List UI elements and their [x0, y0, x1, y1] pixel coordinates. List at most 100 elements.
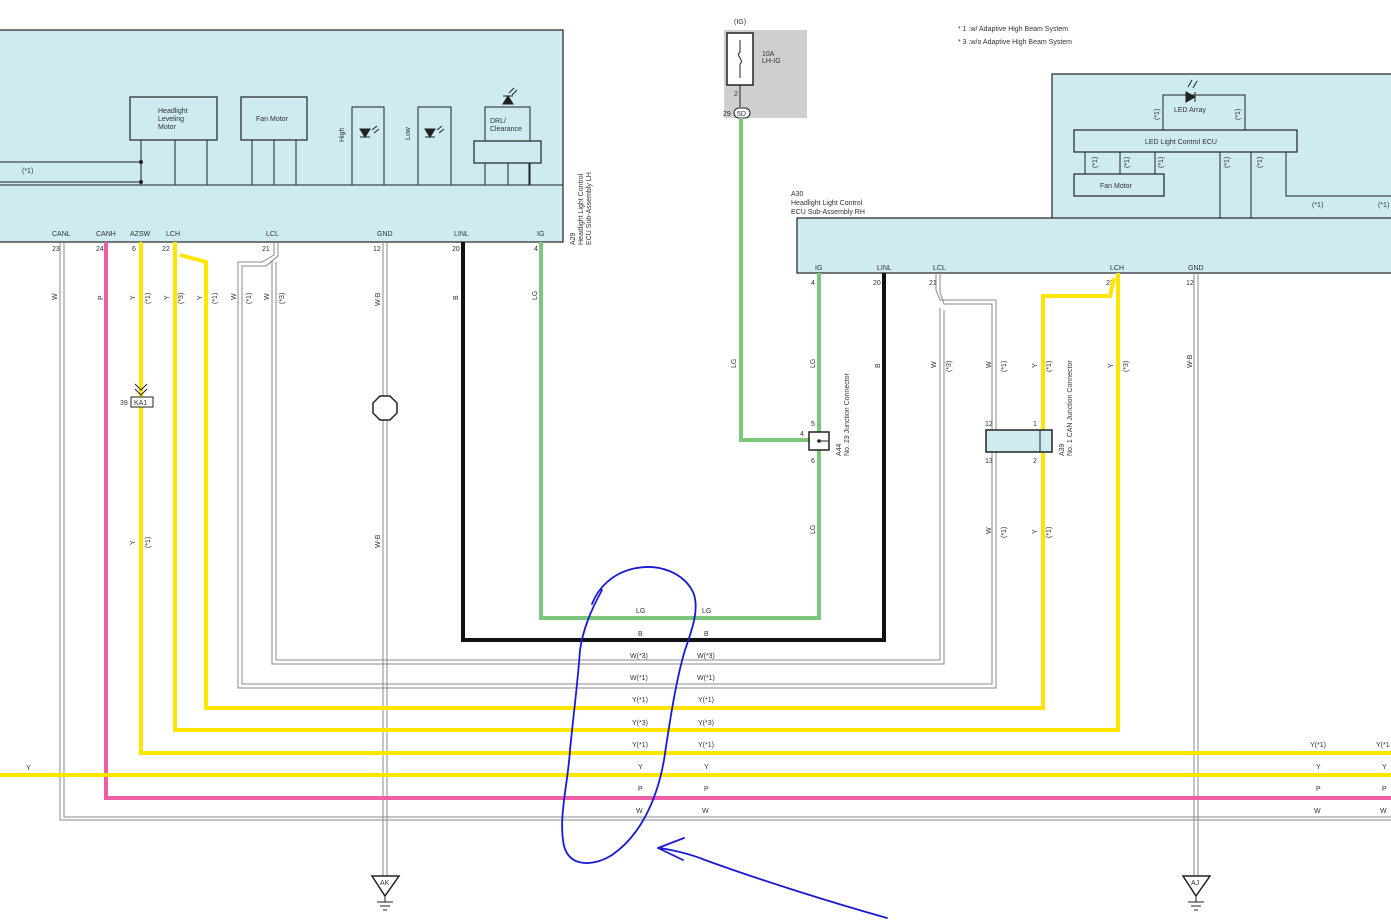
wire-label: Y [1382, 764, 1387, 771]
wire-label: W-B [1187, 354, 1194, 368]
wire-label: 6 [811, 458, 815, 465]
wire-label: 2 [734, 91, 738, 98]
ka1-connector: KA1 39 [120, 383, 154, 408]
wire-label: LG [702, 608, 711, 615]
wire-label: 24 [96, 246, 104, 253]
wire-label: W(*3) [697, 653, 715, 660]
wire-label: 2 [1033, 458, 1037, 465]
wire-label: LINL [877, 265, 892, 272]
wire-label: 13 [985, 458, 993, 465]
wire-label: 10A [762, 51, 775, 58]
wire-label: (*1) [1224, 157, 1231, 168]
wire-label: B [875, 363, 882, 368]
yellow-wires [0, 242, 1391, 777]
headlight-leveling-motor [129, 96, 218, 141]
wire-label: LG [810, 359, 817, 368]
wire-label: IG [815, 265, 822, 272]
wire-label: W [231, 293, 238, 300]
wire-label: 12 [1186, 280, 1194, 287]
wire-label: CANL [52, 231, 71, 238]
fuse-connector: 5D [737, 111, 746, 118]
wire-label: (*3) [178, 293, 185, 304]
wire-label: KA1 [134, 400, 147, 407]
junction-connector-a39: 12 1 13 2 A39 No. 1 CAN Junction Connect… [985, 360, 1074, 465]
wire-label: Leveling [158, 116, 184, 123]
wire-label: IG [537, 231, 544, 238]
wire-label: Y(*1) [632, 742, 648, 749]
lh-ecu-box: Headlight Leveling Motor (*1) Fan Motor … [0, 29, 593, 245]
wire-label: 1 [1033, 421, 1037, 428]
ground-ak: AK [370, 875, 401, 911]
wire-label: B [638, 631, 643, 638]
note-3: * 3 :w/o Adaptive High Beam System [958, 39, 1072, 46]
wire-label: A44 [836, 443, 843, 456]
wire-label: (*1) [1046, 527, 1053, 538]
annotation-arrow [657, 837, 888, 919]
wire-label: (*1) [1154, 109, 1161, 120]
wire-label: DRL/ [490, 118, 506, 125]
wire-label: LED Light Control ECU [1145, 139, 1217, 146]
wire-label: LG [810, 525, 817, 534]
lh-note-star1: (*1) [22, 168, 33, 175]
wire-label: W [1380, 808, 1387, 815]
wire-label: Clearance [490, 126, 522, 133]
low-label: Low [405, 126, 412, 140]
wire-label: AZSW [130, 231, 151, 238]
wire-label: B [453, 295, 460, 300]
wire-label: LCH [1110, 265, 1124, 272]
wire-label: 29 [723, 111, 731, 118]
wire-label: B [704, 631, 709, 638]
wire-label: W [52, 293, 59, 300]
wire-label: 12 [373, 246, 381, 253]
wire-label: (*1) [1235, 109, 1242, 120]
wire-label: W-B [375, 534, 382, 548]
ground-splice [372, 395, 398, 421]
wire-label: ECU Sub-Assembly RH [791, 209, 865, 216]
wire-label: Y [130, 540, 137, 545]
wire-label: ECU Sub-Assembly LH [586, 172, 593, 245]
wire-label: Y(*1) [1310, 742, 1326, 749]
ground-aj: AJ [1181, 875, 1212, 911]
note-1: * 1 :w/ Adaptive High Beam System [958, 26, 1068, 33]
lh-pin-labels: CANL CANH AZSW LCH LCL GND LINL IG 23 24… [52, 231, 544, 253]
wire-label: (*1) [1312, 202, 1323, 209]
wire-label: AJ [1191, 880, 1199, 887]
wire-label: W(*3) [630, 653, 648, 660]
wire-label: W [986, 527, 993, 534]
wire-label: (IG) [734, 19, 746, 26]
wire-label: Y [1108, 363, 1115, 368]
wire-label: LG [731, 359, 738, 368]
wire-label: LG [636, 608, 645, 615]
wire-label: P [98, 295, 105, 300]
wire-label: W [636, 808, 643, 815]
wire-label: LCH [166, 231, 180, 238]
wire-label: P [638, 786, 643, 793]
hand-drawn-annotation [561, 566, 888, 919]
wire-label: 4 [534, 246, 538, 253]
led-array-icon [1185, 91, 1197, 103]
wire-label: W [264, 293, 271, 300]
wire-label: LCL [933, 265, 946, 272]
rh-fan-motor [1073, 173, 1165, 197]
wire-label: Y(*3) [632, 720, 648, 727]
wire-label: 22 [1106, 280, 1114, 287]
wire-label: W(*1) [697, 675, 715, 682]
wire-label: Y [638, 764, 643, 771]
wire-label: 4 [811, 280, 815, 287]
wire-label: (*1) [246, 293, 253, 304]
wire-label: LED Array [1174, 107, 1206, 114]
wire-label: 22 [162, 246, 170, 253]
annotation-loop [561, 566, 697, 864]
high-label: High [339, 127, 346, 142]
wire-label: LCL [266, 231, 279, 238]
wire-label: Y [164, 295, 171, 300]
wire-label: (*3) [1123, 361, 1130, 372]
wire-label: Y(*1) [632, 697, 648, 704]
wire-label: 39 [120, 400, 128, 407]
wire-label: W [986, 361, 993, 368]
wire-label: W [1314, 808, 1321, 815]
wire-label: (*1) [1158, 157, 1165, 168]
wire-label: 20 [452, 246, 460, 253]
